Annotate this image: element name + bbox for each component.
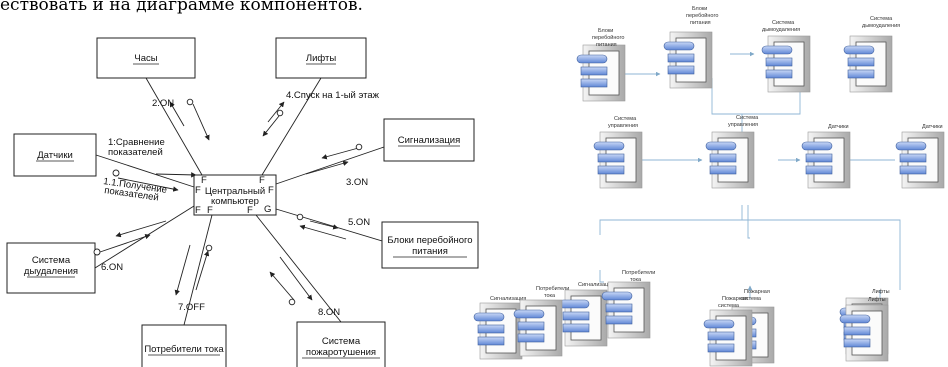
- comp-vent-b: Система дымоудаления: [843, 16, 900, 93]
- object-sensors: Датчики: [13, 133, 97, 177]
- comp-fire-a: Пожарная система: [725, 289, 775, 364]
- comp-ctrl-b: Система управления: [705, 115, 759, 189]
- comp-alarm-a: Сигнализация: [473, 296, 526, 360]
- comp-cons-b-label-1: Потребители: [622, 270, 655, 276]
- msg-consumers: 7.OFF: [178, 302, 205, 313]
- comp-alarm-a-label: Сигнализация: [490, 296, 526, 302]
- object-lifts: Лифты: [275, 37, 367, 79]
- comp-consumers-a: Потребители тока: [513, 286, 569, 357]
- links: [94, 77, 385, 326]
- object-alarm-label: Сигнализация: [398, 135, 461, 146]
- comp-ups-a-label-3: питания: [596, 42, 617, 48]
- comp-ups-b-label-1: Блоки: [692, 6, 707, 12]
- comp-fire-b-label-2: система: [718, 303, 740, 309]
- comp-lifts-a-label: Лифты: [872, 289, 890, 295]
- message-arrows: [93, 98, 363, 306]
- msg-ups: 5.ON: [348, 217, 370, 228]
- comp-cons-a-label-2: тока: [544, 293, 556, 299]
- object-fire-label-2: пожаротушения: [306, 347, 376, 358]
- port-g: G: [264, 204, 271, 215]
- comp-vent-b-label-2: дымоудаления: [862, 23, 900, 29]
- object-consumers: Потребители тока: [141, 324, 227, 367]
- object-alarm: Сигнализация: [383, 118, 475, 162]
- msg-clock: 2.ON: [152, 98, 174, 109]
- comp-sensors-b-label: Датчики: [922, 124, 943, 130]
- object-consumers-label: Потребители тока: [144, 344, 224, 355]
- port-f-1: F: [201, 175, 207, 186]
- comp-ups-a-label-1: Блоки: [598, 28, 613, 34]
- msg-ventilation: 6.ON: [101, 262, 123, 273]
- msg-alarm: 3.ON: [346, 177, 368, 188]
- port-f-3: F: [259, 175, 265, 186]
- central-computer-label-1: Центральный: [205, 186, 265, 197]
- header-text: ествовать и на диаграмме компонентов.: [0, 0, 363, 15]
- object-sensors-label: Датчики: [37, 150, 73, 161]
- comp-cons-a-label-1: Потребители: [536, 286, 569, 292]
- port-f-6: F: [207, 205, 213, 216]
- msg-lifts: 4.Спуск на 1-ый этаж: [286, 90, 380, 101]
- comp-ups-b-label-2: перебойного: [686, 12, 718, 19]
- comp-ups-b: Блоки перебойного питания: [663, 6, 718, 89]
- comp-sensors-b: Датчики: [895, 124, 945, 189]
- comp-ctrl-b-label-2: управления: [728, 122, 758, 128]
- comp-alarm-b: Сигнализация: [558, 282, 614, 347]
- msg-fire: 8.ON: [318, 307, 340, 318]
- comp-fire-b: Пожарная система: [703, 296, 753, 367]
- comp-alarm-b-label: Сигнализация: [578, 282, 614, 288]
- central-computer: Центральный компьютер F F F F F F F G: [193, 174, 277, 216]
- comp-lifts-a: Лифты: [839, 289, 890, 355]
- comp-ctrl-a-label-1: Система: [614, 116, 637, 122]
- component-diagram: Блоки перебойного питания Блоки перебойн…: [473, 6, 945, 367]
- port-f-5: F: [195, 205, 201, 216]
- object-fire-label-1: Система: [322, 336, 361, 347]
- comp-ctrl-b-label-1: Система: [736, 115, 759, 121]
- comp-vent-b-label-1: Система: [870, 16, 893, 22]
- comp-fire-a-label-2: система: [740, 296, 762, 302]
- comp-vent-a-label-1: Система: [772, 20, 795, 26]
- object-lifts-label: Лифты: [306, 53, 336, 64]
- comp-vent-a: Система дымоудаления: [761, 20, 811, 93]
- object-ups-label-2: питания: [412, 246, 448, 257]
- comp-lifts-b: Лифты: [839, 297, 889, 362]
- comp-sensors-a: Датчики: [801, 124, 851, 189]
- comp-cons-b-label-2: тока: [630, 277, 642, 283]
- msg-compare-1: 1:Сравнение: [108, 137, 165, 148]
- object-clock-label: Часы: [134, 53, 157, 64]
- object-ventilation-label-1: Система: [32, 255, 71, 266]
- object-fire-system: Система пожаротушения: [296, 321, 386, 367]
- comp-sensors-a-label: Датчики: [828, 124, 849, 130]
- comp-lifts-b-label: Лифты: [868, 297, 886, 303]
- comp-fire-b-label-1: Пожарная: [722, 296, 748, 302]
- msg-compare-2: показателей: [108, 147, 163, 158]
- object-ups: Блоки перебойного питания: [381, 221, 479, 269]
- central-computer-label-2: компьютер: [211, 196, 259, 207]
- comp-ups-a-label-2: перебойного: [592, 34, 624, 41]
- object-ventilation: Система дыудаления: [6, 242, 96, 294]
- comp-ctrl-a-label-2: управления: [608, 123, 638, 129]
- comp-vent-a-label-2: дымоудаления: [762, 27, 800, 33]
- comp-ups-b-label-3: питания: [690, 20, 711, 26]
- port-f-4: F: [268, 185, 274, 196]
- port-f-2: F: [195, 185, 201, 196]
- comp-consumers-b: Потребители тока: [601, 270, 655, 339]
- object-clock: Часы: [96, 37, 196, 79]
- comp-fire-a-label-1: Пожарная: [744, 289, 770, 295]
- comp-ctrl-a: Система управления: [593, 116, 643, 189]
- comp-ups-a: Блоки перебойного питания: [576, 28, 626, 102]
- collaboration-diagram: Центральный компьютер F F F F F F F G Ча…: [6, 37, 479, 367]
- port-f-7: F: [247, 205, 253, 216]
- component-connectors: [511, 51, 901, 331]
- object-ups-label-1: Блоки перебойного: [387, 235, 472, 246]
- object-ventilation-label-2: дыудаления: [24, 266, 78, 277]
